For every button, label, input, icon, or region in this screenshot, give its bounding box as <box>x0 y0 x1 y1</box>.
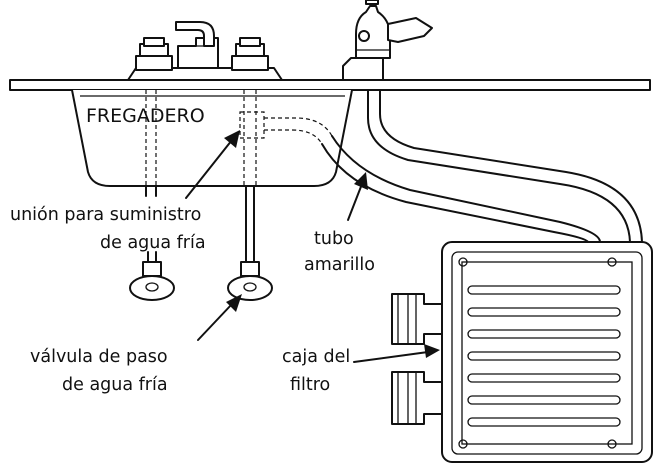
hot-water-line <box>129 185 175 301</box>
arrow-union-head <box>224 130 240 148</box>
sink-bowl <box>71 89 353 187</box>
label-filter-box-line2: filtro <box>290 375 330 395</box>
label-yellow-tube-line1: tubo <box>314 229 354 249</box>
arrow-tube-head <box>354 172 368 190</box>
filter-box <box>391 241 653 463</box>
label-sink: FREGADERO <box>86 105 205 127</box>
arrows <box>185 130 440 363</box>
hidden-supply-lines <box>145 90 333 186</box>
filter-slats <box>467 285 621 427</box>
label-filter-box-line1: caja del <box>282 347 350 367</box>
yellow-tube <box>321 135 601 243</box>
label-yellow-tube-line2: amarillo <box>304 255 375 275</box>
faucet-tube <box>367 89 643 243</box>
label-supply-union-line2: de agua fría <box>100 233 206 253</box>
countertop <box>9 79 651 91</box>
label-shutoff-valve-line1: válvula de paso <box>30 347 168 367</box>
label-supply-union-line1: unión para suministro <box>10 205 201 225</box>
main-faucet <box>127 21 283 81</box>
arrow-valve-head <box>226 294 242 312</box>
filter-faucet <box>342 0 433 81</box>
cold-water-line <box>227 185 273 301</box>
label-shutoff-valve-line2: de agua fría <box>62 375 168 395</box>
arrow-filter-head <box>424 344 440 358</box>
